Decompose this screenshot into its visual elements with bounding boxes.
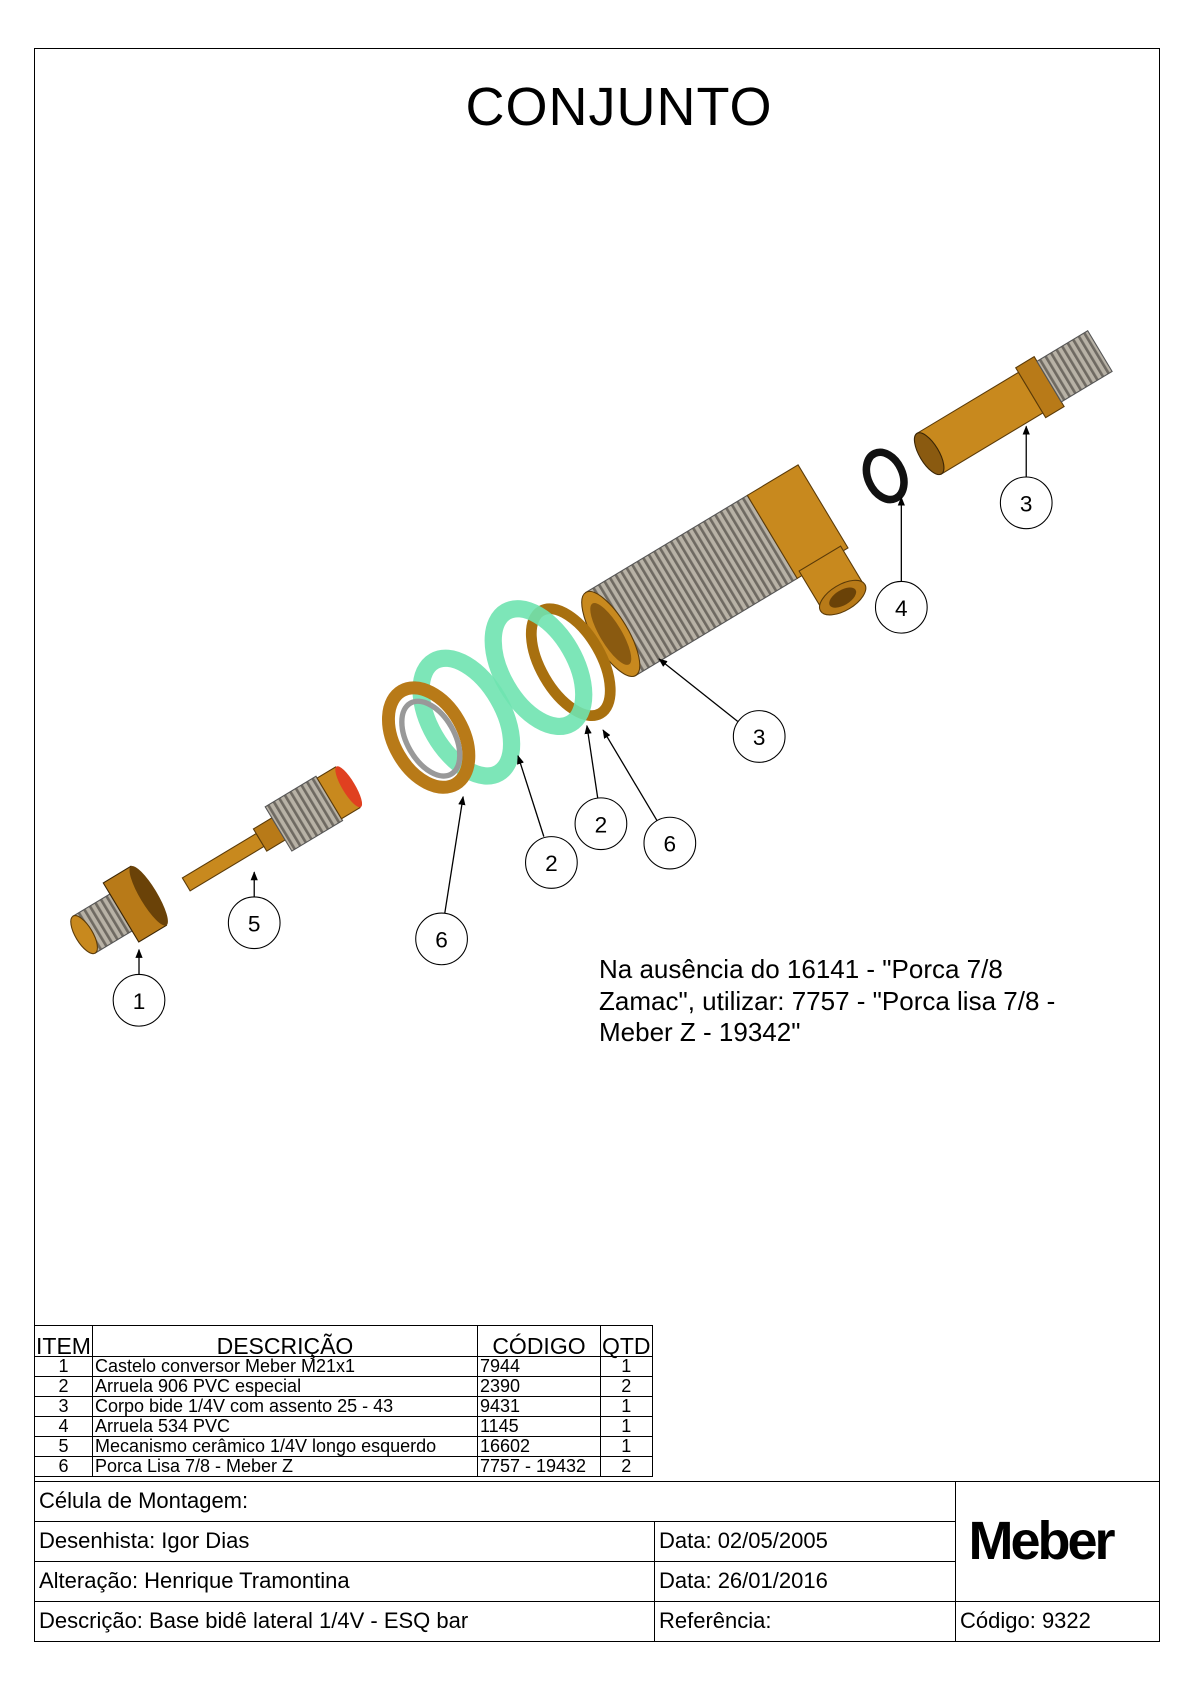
note-line: Na ausência do 16141 - "Porca 7/8 (599, 954, 1003, 984)
drawing-frame (34, 48, 1160, 1642)
svg-text:3: 3 (1020, 491, 1033, 516)
cell-item: 4 (34, 1416, 93, 1437)
svg-text:1: 1 (133, 989, 146, 1014)
nut-thread (399, 698, 463, 779)
part-cartridge (181, 766, 363, 892)
substitution-note: Na ausência do 16141 - "Porca 7/8 Zamac"… (599, 954, 1119, 1049)
balloon-2-a: 2 (574, 797, 628, 851)
divider (34, 1521, 955, 1522)
note-line: Meber Z - 19342" (599, 1017, 801, 1047)
header-codigo: CÓDIGO (476, 1325, 601, 1358)
cell-descricao: Arruela 906 PVC especial (91, 1376, 478, 1397)
balloon-3: 3 (732, 710, 786, 763)
alteracao: Alteração: Henrique Tramontina (39, 1568, 350, 1593)
svg-text:6: 6 (435, 928, 448, 953)
data-alteracao: Data: 26/01/2016 (659, 1568, 828, 1593)
meber-logo: Meber (968, 1511, 1115, 1571)
divider (34, 1561, 955, 1562)
celula-montagem: Célula de Montagem: (39, 1488, 249, 1513)
balloon-1: 1 (112, 973, 166, 1027)
balloon-3-top: 3 (999, 476, 1053, 530)
divider (955, 1481, 956, 1642)
balloon-2-b: 2 (525, 836, 578, 889)
cell-descricao: Corpo bide 1/4V com assento 25 - 43 (91, 1396, 478, 1417)
cell-codigo: 16602 (476, 1436, 601, 1457)
desenhista: Desenhista: Igor Dias (39, 1528, 250, 1553)
cell-qtd: 1 (599, 1436, 653, 1457)
header-descricao: DESCRIÇÃO (91, 1325, 478, 1358)
header-qtd: QTD (599, 1325, 653, 1358)
descricao: Descrição: Base bidê lateral 1/4V - ESQ … (39, 1608, 469, 1633)
part-body (581, 464, 867, 677)
svg-text:5: 5 (248, 911, 261, 936)
cell-item: 1 (34, 1356, 93, 1377)
drawing-title: CONJUNTO (465, 77, 773, 137)
balloon-5: 5 (227, 896, 281, 950)
part-washer-906-b (412, 649, 521, 785)
cell-descricao: Porca Lisa 7/8 - Meber Z (91, 1456, 478, 1477)
cell-codigo: 9431 (476, 1396, 601, 1417)
cell-codigo: 7757 - 19432 (476, 1456, 601, 1477)
part-nipple (913, 330, 1113, 476)
cell-descricao: Mecanismo cerâmico 1/4V longo esquerdo (91, 1436, 478, 1457)
part-nut-front (381, 681, 476, 794)
svg-text:6: 6 (664, 832, 677, 857)
cell-qtd: 2 (599, 1456, 653, 1477)
cell-descricao: Arruela 534 PVC (91, 1416, 478, 1437)
cell-qtd: 1 (599, 1356, 653, 1377)
cell-item: 3 (34, 1396, 93, 1417)
title-block (34, 1481, 1160, 1642)
part-castelo (70, 865, 168, 955)
note-line: Zamac", utilizar: 7757 - "Porca lisa 7/8… (599, 985, 1056, 1016)
referencia: Referência: (659, 1608, 772, 1633)
part-washer-534 (862, 448, 908, 504)
divider (34, 1601, 1160, 1602)
bom-header: ITEM DESCRIÇÃO CÓDIGO QTD (34, 1325, 653, 1358)
leader-lines (135, 425, 1030, 975)
cell-qtd: 1 (599, 1396, 653, 1417)
cell-item: 5 (34, 1436, 93, 1457)
balloon-6-b: 6 (415, 912, 468, 966)
cell-qtd: 1 (599, 1416, 653, 1437)
cell-descricao: Castelo conversor Meber M21x1 (91, 1356, 478, 1377)
balloon-4: 4 (874, 580, 928, 634)
cell-codigo: 2390 (476, 1376, 601, 1397)
svg-text:3: 3 (753, 725, 766, 750)
data-criacao: Data: 02/05/2005 (659, 1528, 828, 1553)
svg-text:4: 4 (895, 596, 908, 621)
divider (654, 1521, 655, 1642)
balloon-6-a: 6 (643, 816, 697, 870)
codigo: Código: 9322 (960, 1608, 1091, 1633)
cell-codigo: 7944 (476, 1356, 601, 1377)
cell-item: 6 (34, 1456, 93, 1477)
svg-text:2: 2 (595, 812, 608, 837)
cell-qtd: 2 (599, 1376, 653, 1397)
part-washer-906-a (484, 600, 593, 736)
svg-text:2: 2 (545, 851, 558, 876)
header-item: ITEM (34, 1325, 93, 1358)
cell-item: 2 (34, 1376, 93, 1397)
cell-codigo: 1145 (476, 1416, 601, 1437)
balloons: 3 4 3 2 6 2 5 6 1 (112, 476, 1053, 1027)
